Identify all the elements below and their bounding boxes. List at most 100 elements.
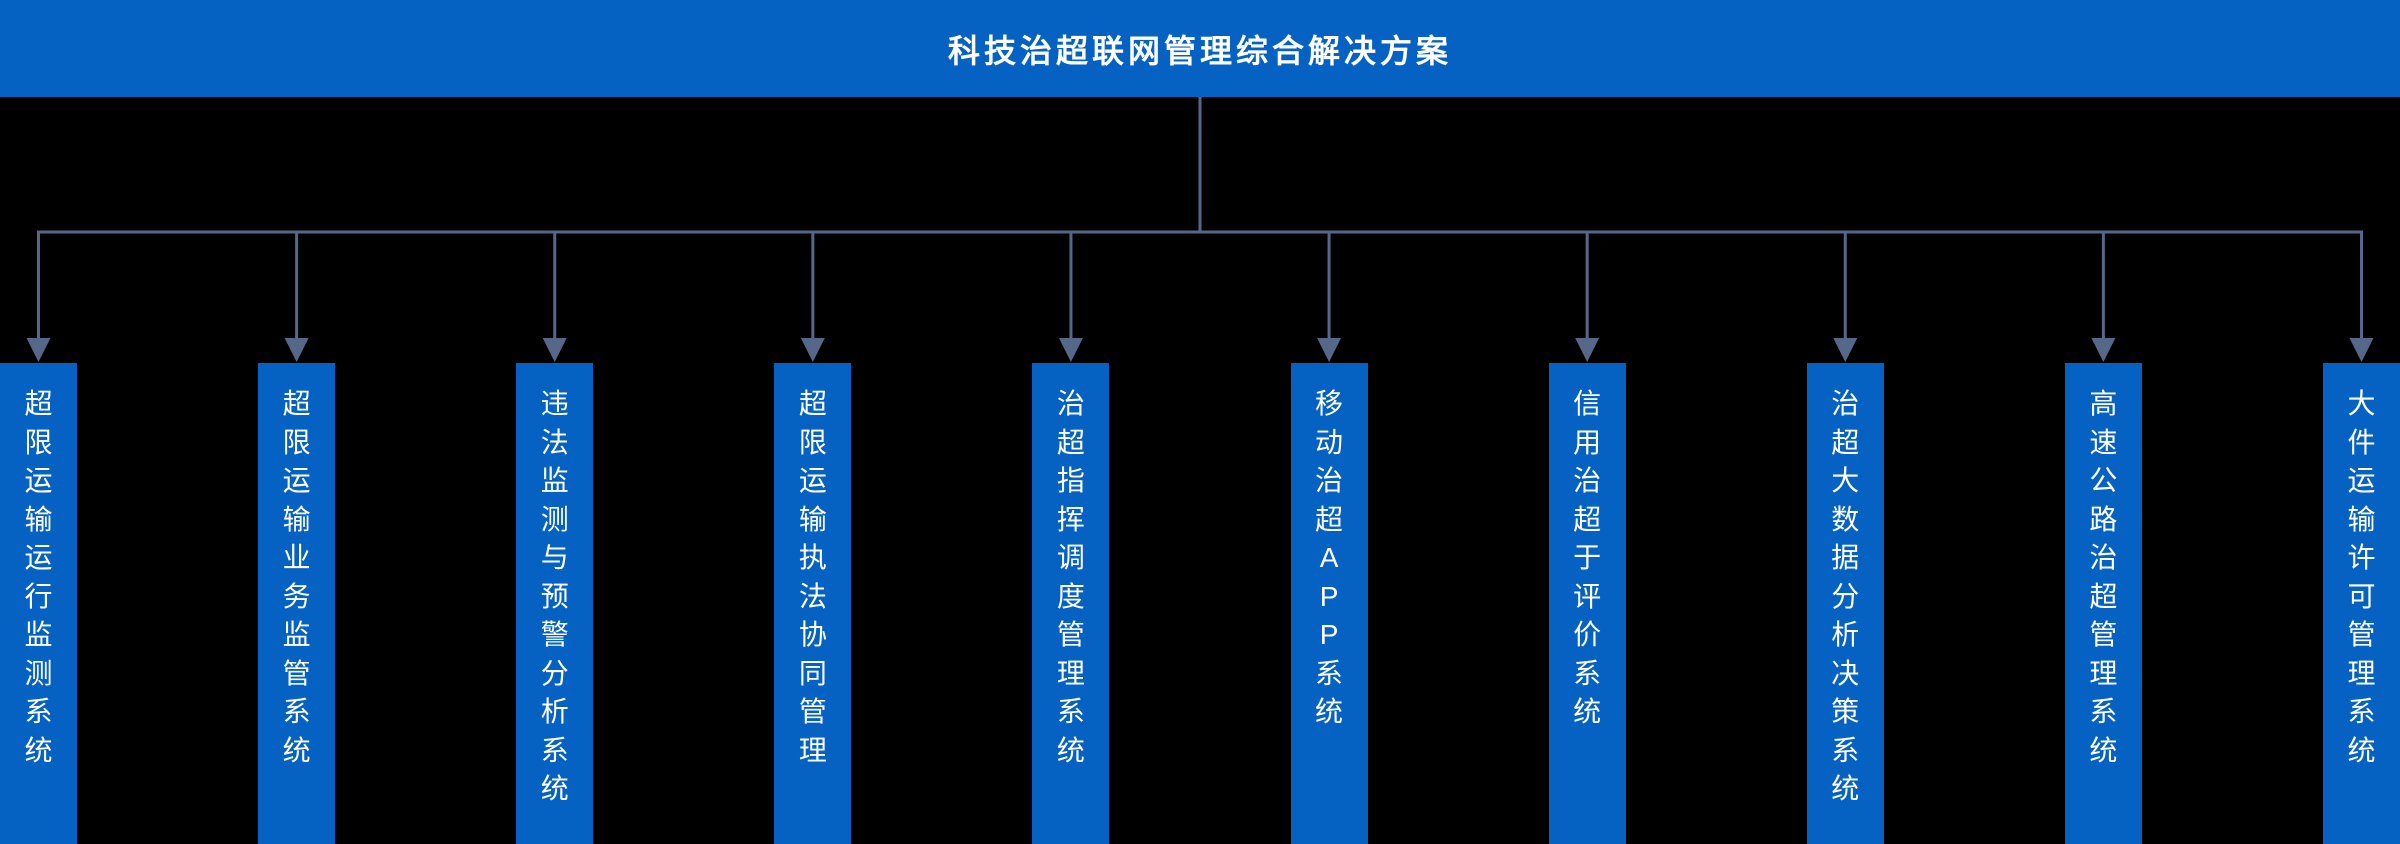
label-char: 公 xyxy=(2089,465,2118,497)
label-char: 运 xyxy=(282,465,311,497)
label-char: 统 xyxy=(24,734,53,766)
arrowhead-icon xyxy=(1833,338,1858,362)
label-char: 超 xyxy=(2089,580,2118,612)
label-char: 评 xyxy=(1573,580,1602,612)
label-char: 统 xyxy=(1573,696,1602,728)
label-char: 预 xyxy=(540,580,569,612)
label-char: 路 xyxy=(2089,503,2118,535)
label-char: 度 xyxy=(1056,580,1085,612)
label-char: 统 xyxy=(2347,734,2376,766)
system-box-label: 超限运输运行监测系统 xyxy=(24,385,52,844)
label-char: 数 xyxy=(1831,503,1860,535)
label-char: 于 xyxy=(1573,542,1602,574)
label-char: 信 xyxy=(1573,388,1602,420)
label-char: 管 xyxy=(2089,619,2118,651)
system-box-5: 治超指挥调度管理系统 xyxy=(1032,363,1110,844)
label-char: 治 xyxy=(1831,388,1860,420)
system-box-label: 超限运输业务监管系统 xyxy=(283,385,311,844)
label-char: 监 xyxy=(24,619,53,651)
label-char: 决 xyxy=(1831,657,1860,689)
label-char: 系 xyxy=(282,696,311,728)
label-char: 管 xyxy=(1056,619,1085,651)
label-char: 大 xyxy=(2347,388,2376,420)
label-char: 运 xyxy=(24,465,53,497)
system-box-label: 信用治超于评价系统 xyxy=(1573,385,1601,844)
label-char: 超 xyxy=(798,388,827,420)
label-char: 监 xyxy=(282,619,311,651)
label-char: 运 xyxy=(798,465,827,497)
arrowhead-icon xyxy=(284,338,309,362)
label-char: 系 xyxy=(2089,696,2118,728)
label-char: 违 xyxy=(540,388,569,420)
label-char: 警 xyxy=(540,619,569,651)
label-char: 治 xyxy=(2089,542,2118,574)
label-char: 同 xyxy=(798,657,827,689)
arrowhead-icon xyxy=(800,338,825,362)
label-char: 超 xyxy=(1315,503,1344,535)
arrowhead-icon xyxy=(1317,338,1342,362)
chart-title-bar: 科技治超联网管理综合解决方案 xyxy=(0,0,2400,97)
system-box-2: 超限运输业务监管系统 xyxy=(258,363,336,844)
label-char: 许 xyxy=(2347,542,2376,574)
system-box-4: 超限运输执法协同管理 xyxy=(774,363,852,844)
label-char: 管 xyxy=(2347,619,2376,651)
label-char: 限 xyxy=(282,426,311,458)
label-char: 治 xyxy=(1056,388,1085,420)
label-char: 统 xyxy=(282,734,311,766)
label-char: 与 xyxy=(540,542,569,574)
label-char: 业 xyxy=(282,542,311,574)
label-char: 输 xyxy=(798,503,827,535)
label-char: 析 xyxy=(1831,619,1860,651)
label-char: 运 xyxy=(24,542,53,574)
system-box-label: 高速公路治超管理系统 xyxy=(2089,385,2117,844)
label-char: 执 xyxy=(798,542,827,574)
label-char: 限 xyxy=(24,426,53,458)
label-char: 管 xyxy=(798,696,827,728)
label-char: 测 xyxy=(540,503,569,535)
system-box-3: 违法监测与预警分析系统 xyxy=(516,363,594,844)
label-char: 超 xyxy=(24,388,53,420)
label-char: 策 xyxy=(1831,696,1860,728)
label-char: 理 xyxy=(798,734,827,766)
label-char: 系 xyxy=(1315,657,1344,689)
arrowhead-icon xyxy=(2349,338,2374,362)
label-char: 治 xyxy=(1315,465,1344,497)
label-char: 移 xyxy=(1315,388,1344,420)
label-char: P xyxy=(1319,619,1339,651)
system-box-8: 治超大数据分析决策系统 xyxy=(1806,363,1884,844)
system-box-label: 治超大数据分析决策系统 xyxy=(1831,385,1859,844)
label-char: 务 xyxy=(282,580,311,612)
label-char: 系 xyxy=(1831,734,1860,766)
system-boxes: 超限运输运行监测系统 超限运输业务监管系统 违法监测与预警分析系统 超限运输执法… xyxy=(0,363,2400,844)
system-box-1: 超限运输运行监测系统 xyxy=(0,363,77,844)
system-box-10: 大件运输许可管理系统 xyxy=(2322,363,2400,844)
label-char: 大 xyxy=(1831,465,1860,497)
label-char: 超 xyxy=(282,388,311,420)
label-char: 系 xyxy=(1573,657,1602,689)
label-char: 件 xyxy=(2347,426,2376,458)
arrowhead-icon xyxy=(2091,338,2116,362)
label-char: 系 xyxy=(540,734,569,766)
system-box-7: 信用治超于评价系统 xyxy=(1548,363,1626,844)
label-char: 理 xyxy=(2089,657,2118,689)
label-char: 统 xyxy=(1831,773,1860,805)
arrowhead-icon xyxy=(1058,338,1083,362)
system-box-label: 治超指挥调度管理系统 xyxy=(1057,385,1085,844)
label-char: 挥 xyxy=(1056,503,1085,535)
label-char: 法 xyxy=(540,426,569,458)
label-char: 分 xyxy=(540,657,569,689)
label-char: 运 xyxy=(2347,465,2376,497)
system-box-label: 违法监测与预警分析系统 xyxy=(541,385,569,844)
label-char: 动 xyxy=(1315,426,1344,458)
label-char: 理 xyxy=(2347,657,2376,689)
label-char: 据 xyxy=(1831,542,1860,574)
arrowhead-icon xyxy=(26,338,51,362)
label-char: 输 xyxy=(2347,503,2376,535)
label-char: 输 xyxy=(282,503,311,535)
system-box-9: 高速公路治超管理系统 xyxy=(2064,363,2142,844)
label-char: 高 xyxy=(2089,388,2118,420)
label-char: 分 xyxy=(1831,580,1860,612)
